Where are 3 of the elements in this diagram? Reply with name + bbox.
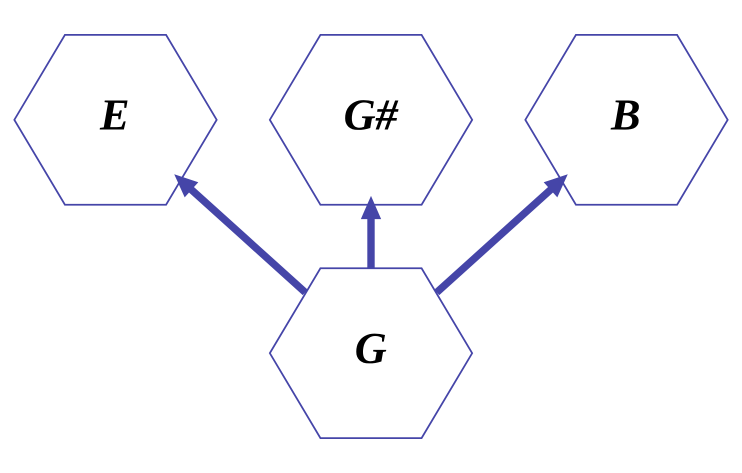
- arrow: [360, 196, 382, 268]
- arrow: [174, 174, 308, 296]
- arrow: [434, 174, 568, 296]
